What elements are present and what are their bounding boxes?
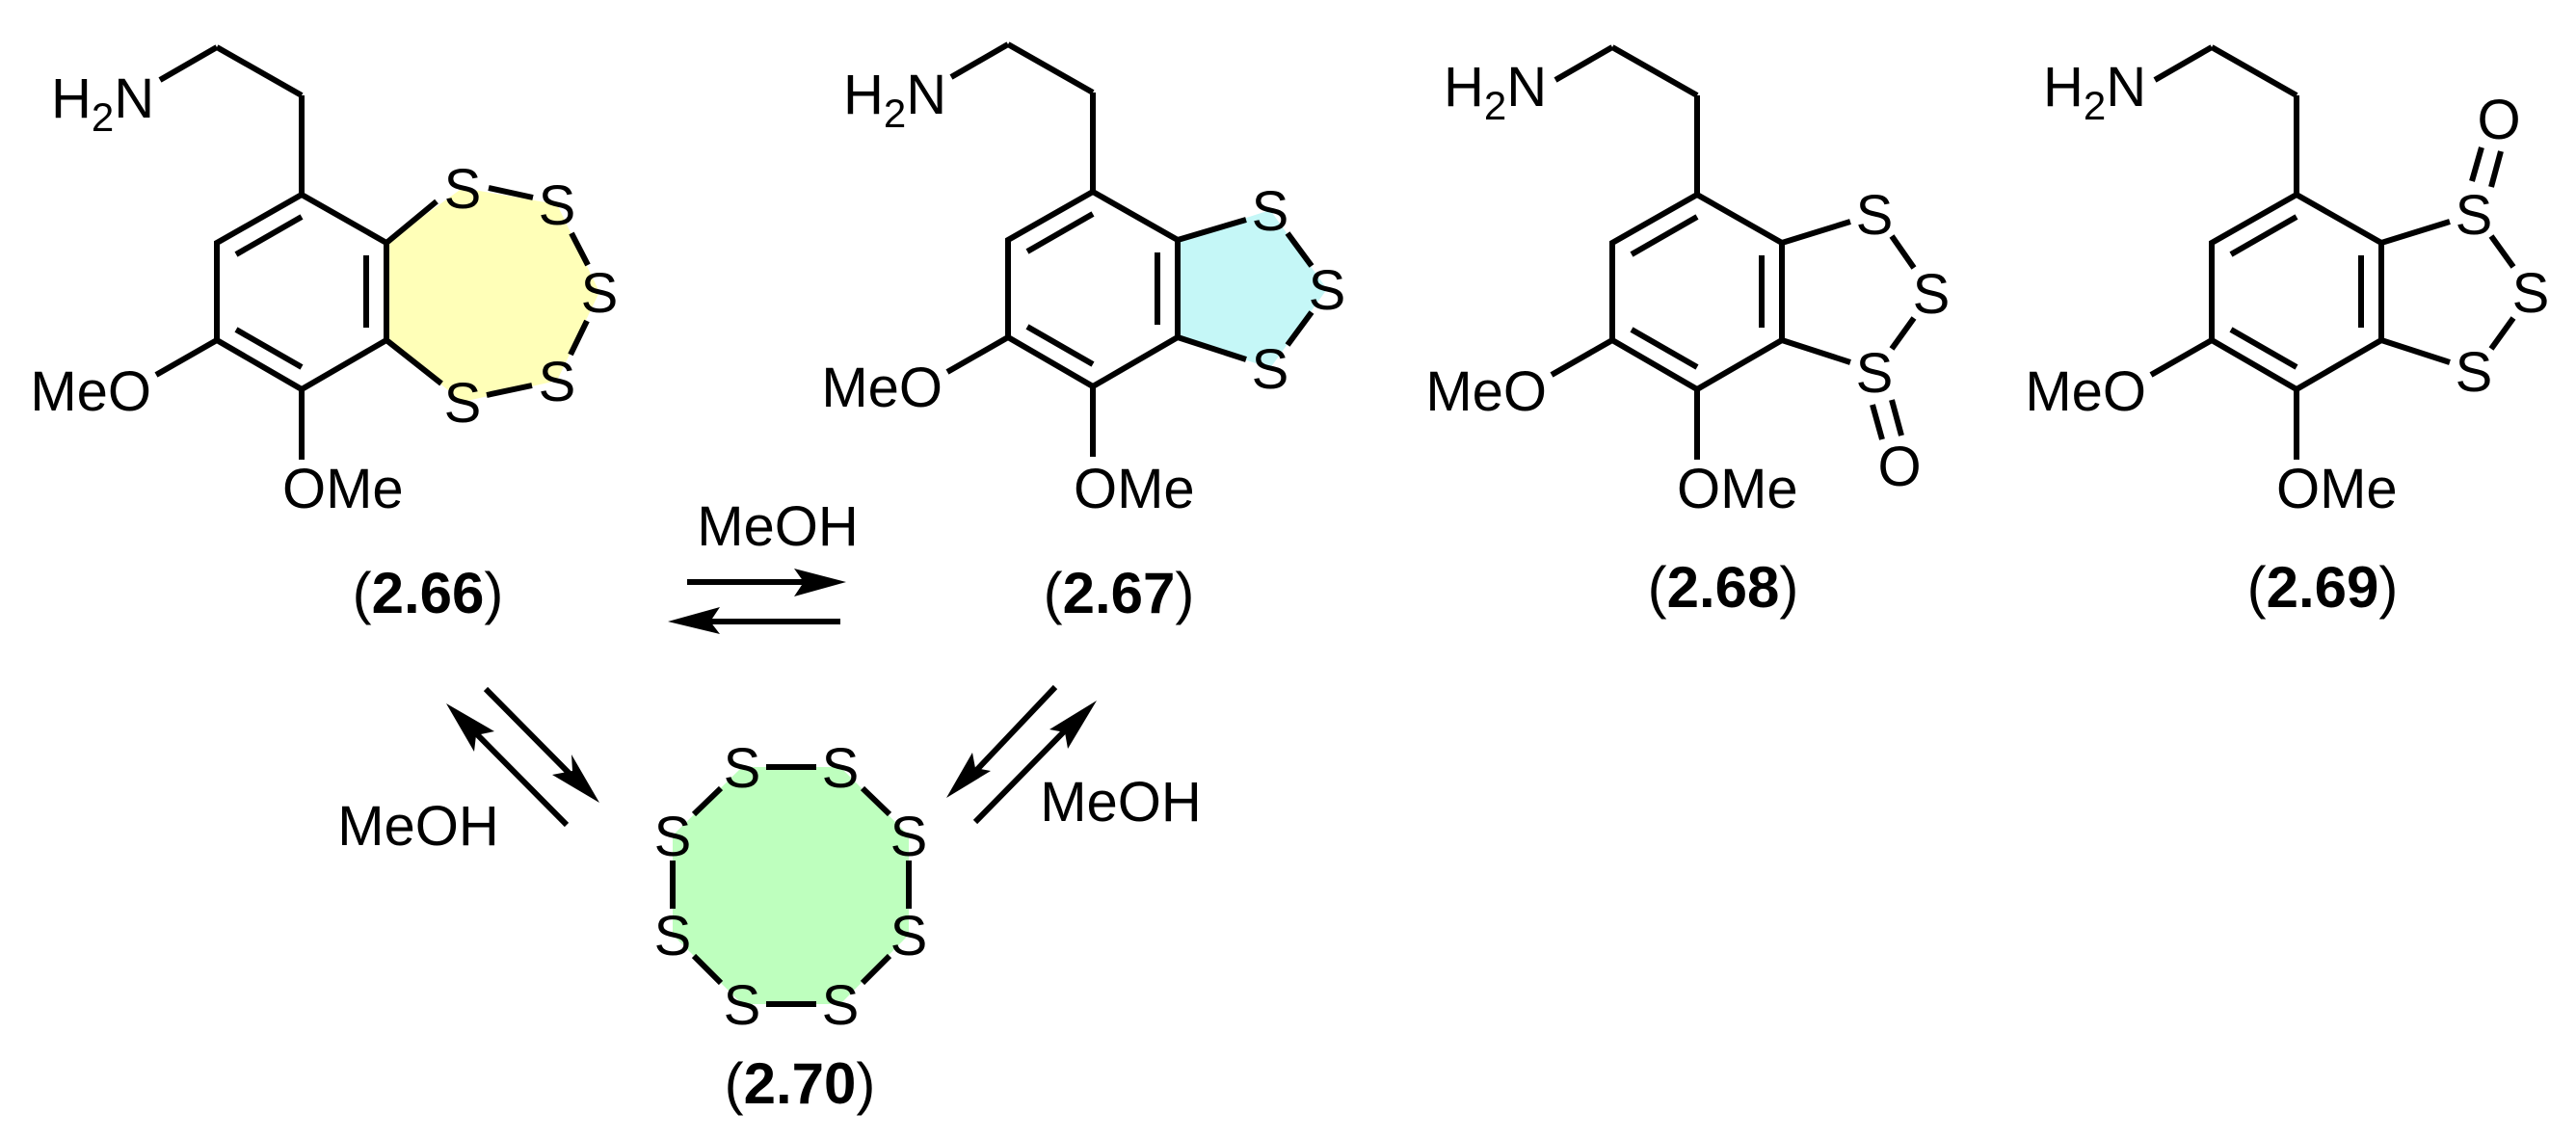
amine-group: H2N [51,67,154,140]
compound-2-68: H2N MeO OMe S S S O (2.68) [1425,47,1950,620]
amine-group: H2N [843,64,946,136]
oxide-oxygen: O [2477,89,2520,151]
arrowhead-up-right-icon [1049,701,1097,749]
aryl-core [156,47,386,460]
reagent-label: MeOH [337,795,499,858]
sulfur-atom: S [1856,342,1894,405]
sulfur-atom: S [2512,262,2550,325]
methoxy-left: MeO [821,357,943,419]
sulfur-atom: S [539,351,576,413]
oxide-oxygen: O [1877,436,1921,498]
amine-group: H2N [1444,56,1547,128]
compound-label: (2.67) [1044,561,1195,625]
methoxy-left: MeO [1425,360,1547,423]
compound-2-70: S S S S S S S S (2.70) [654,737,928,1116]
cyclooctasulfur-ring-fill [673,767,909,1004]
methoxy-left: MeO [30,360,151,423]
compound-label: (2.69) [2247,555,2399,620]
equilibrium-2-66-2-70: MeOH [337,686,599,858]
compound-2-66: H2N MeO OMe S S S S S (2.66) [30,47,618,625]
sulfur-atom: S [1309,259,1346,322]
sulfur-atom: S [1856,184,1894,247]
equilibrium-2-67-2-70: MeOH [946,684,1202,834]
methoxy-bottom: OMe [1677,458,1798,520]
sulfur-atom: S [1252,180,1289,243]
pentathiepin-ring-fill [386,188,599,402]
aryl-core [2151,47,2381,460]
arrowhead-right-icon [794,569,846,596]
equilibrium-2-66-2-67: MeOH [668,495,859,634]
aryl-core [947,44,1178,457]
sulfur-atom: S [1913,263,1951,326]
sulfur-atom: S [2456,341,2493,404]
sulfur-atom: S [654,905,692,967]
arrowhead-down-right-icon [552,755,599,803]
methoxy-left: MeO [2025,360,2146,423]
sulfur-atom: S [654,806,692,868]
compound-2-67: H2N MeO OMe S S S (2.67) [821,44,1345,625]
sulfur-atom: S [581,262,619,325]
reagent-label: MeOH [697,495,859,558]
compound-label: (2.70) [725,1051,876,1116]
amine-group: H2N [2043,56,2146,128]
sulfur-atom: S [822,974,860,1037]
sulfur-atom: S [724,974,761,1037]
sulfur-atom: S [444,158,482,221]
sulfur-atom: S [724,737,761,800]
compound-label: (2.68) [1648,555,1799,620]
methoxy-bottom: OMe [2276,458,2398,520]
trithiole-ring-fill [1178,210,1327,368]
aryl-core [1552,47,1782,460]
reagent-label: MeOH [1040,771,1202,834]
sulfur-atom: S [890,905,928,967]
sulfur-atom: S [1252,338,1289,401]
sulfur-atom: S [539,174,576,237]
arrowhead-up-left-icon [446,703,494,752]
arrowhead-left-icon [668,607,720,634]
sulfur-atom: S [2456,184,2493,247]
compound-2-69: H2N MeO OMe S S S O (2.69) [2025,47,2549,620]
arrowhead-down-left-icon [946,753,991,798]
methoxy-bottom: OMe [1074,458,1195,520]
compound-label: (2.66) [353,561,504,625]
sulfur-atom: S [822,737,860,800]
methoxy-bottom: OMe [282,458,404,520]
sulfur-atom: S [890,806,928,868]
sulfur-atom: S [444,372,482,435]
